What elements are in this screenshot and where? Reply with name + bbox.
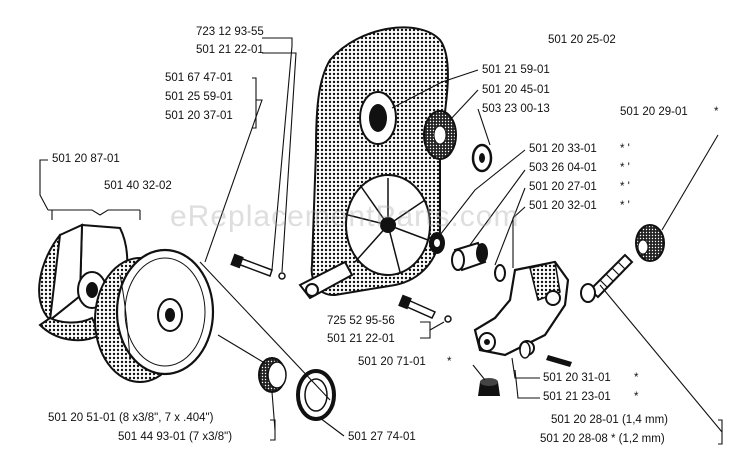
part-label-501207101: 501 20 71-01 (358, 356, 426, 368)
chain-tensioner-arm (298, 260, 354, 300)
part-label-501212201-top: 501 21 22-01 (196, 44, 264, 56)
part-label-501403202: 501 40 32-02 (104, 180, 172, 192)
bolt-725529556 (398, 294, 452, 323)
part-label-725529556: 725 52 95-56 (327, 315, 395, 327)
drive-sprocket (423, 110, 457, 160)
oil-pump-body (473, 260, 570, 357)
worm-drive-sleeve (635, 224, 665, 262)
part-label-501203701: 501 20 37-01 (165, 110, 233, 122)
clutch-cover-plate (310, 26, 449, 297)
part-label-501205101: 501 20 51-01 (8 x3/8", 7 x .404") (48, 412, 214, 424)
small-washer (494, 264, 506, 282)
part-label-501202901: 501 20 29-01 (620, 106, 688, 118)
retaining-ring (296, 369, 336, 421)
part-mark-501202701: * ' (620, 181, 630, 193)
part-label-501204501: 501 20 45-01 (482, 84, 550, 96)
clutch-assembly (38, 223, 129, 342)
part-label-501277401: 501 27 74-01 (348, 431, 416, 443)
part-label-503230013: 503 23 00-13 (482, 103, 550, 115)
pump-pin (519, 341, 572, 367)
part-label-501212301: 501 21 23-01 (543, 391, 611, 403)
part-label-723129355: 723 12 93-55 (196, 26, 264, 38)
part-mark-501203101: * (634, 372, 639, 384)
clutch-drum (94, 248, 215, 383)
part-mark-501207101: * (447, 356, 452, 368)
part-label-501202808: 501 20 28-08 * (1,2 mm) (540, 433, 665, 445)
part-label-501212201-mid: 501 21 22-01 (327, 333, 395, 345)
part-label-501203301: 501 20 33-01 (529, 143, 597, 155)
washer-503230013 (471, 143, 493, 173)
part-label-503260401: 503 26 04-01 (529, 162, 597, 174)
part-mark-501203201: * ' (620, 200, 630, 212)
part-label-501215901: 501 21 59-01 (482, 64, 550, 76)
part-label-501202701: 501 20 27-01 (529, 181, 597, 193)
part-label-501202801: 501 20 28-01 (1,4 mm) (551, 414, 668, 426)
part-label-501674701: 501 67 47-01 (165, 72, 233, 84)
part-mark-501202901: * (714, 106, 719, 118)
part-label-501203101: 501 20 31-01 (543, 372, 611, 384)
needle-bearing (429, 232, 445, 254)
leader-lines (39, 37, 723, 445)
part-label-501449301: 501 44 93-01 (7 x3/8") (118, 431, 233, 443)
pump-worm-gear (580, 253, 634, 303)
part-mark-501203301: * ' (620, 143, 630, 155)
part-mark-503260401: * ' (620, 162, 630, 174)
spacer-cylinder (451, 241, 488, 272)
part-label-501255901: 501 25 59-01 (165, 91, 233, 103)
rubber-plug (478, 378, 500, 396)
rim-sprocket (258, 357, 287, 393)
part-label-501208701: 501 20 87-01 (52, 153, 120, 165)
watermark-text: eReplacementParts.com (170, 200, 520, 233)
part-label-501202502: 501 20 25-02 (548, 34, 616, 46)
part-label-501203201: 501 20 32-01 (529, 200, 597, 212)
part-mark-501212301: * (634, 391, 639, 403)
screw-723129355 (230, 253, 286, 280)
